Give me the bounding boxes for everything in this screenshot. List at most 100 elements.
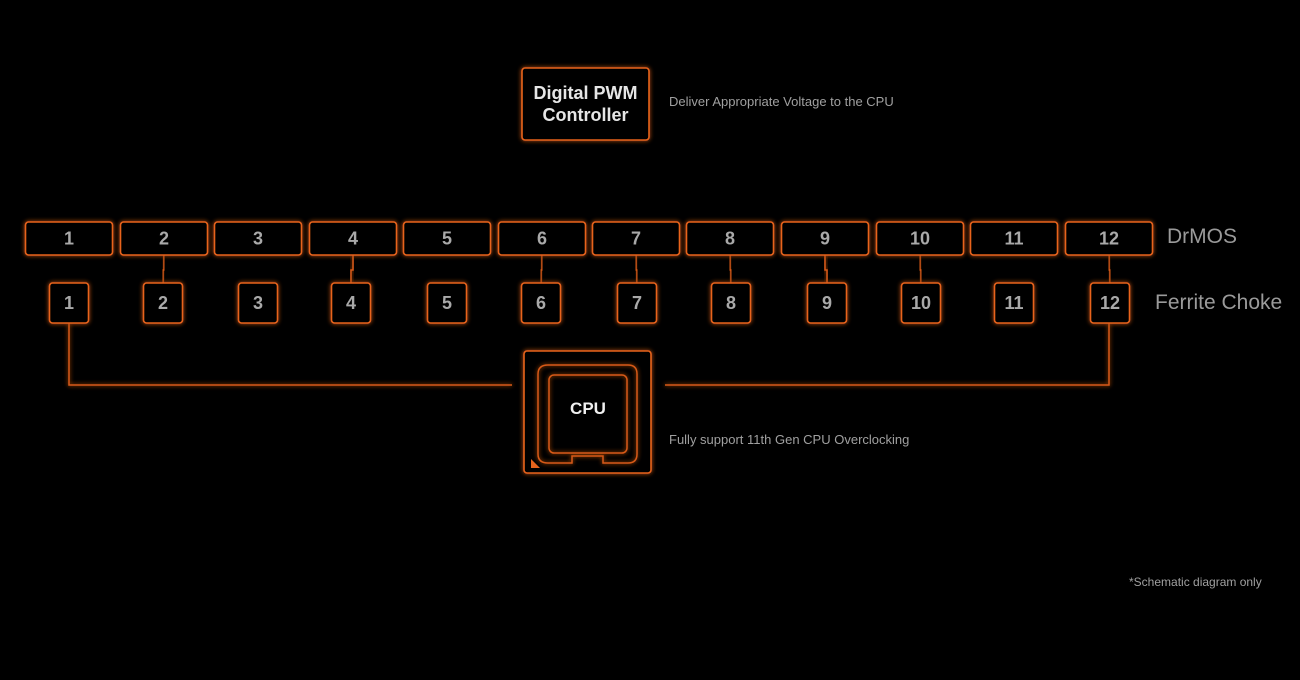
choke-phase-box	[710, 282, 752, 324]
pwm-controller-box	[521, 67, 650, 141]
choke-phase-box	[426, 282, 468, 324]
drmos-phase-4: 4	[308, 221, 398, 256]
drmos-phase-box	[24, 221, 114, 256]
choke-phase-12: 12	[1089, 282, 1131, 324]
pwm-controller-description: Deliver Appropriate Voltage to the CPU	[669, 94, 894, 109]
drmos-phase-box	[685, 221, 775, 256]
drmos-phase-9: 9	[780, 221, 870, 256]
choke-phase-6: 6	[520, 282, 562, 324]
cpu-chip	[523, 350, 652, 474]
choke-phase-4: 4	[330, 282, 372, 324]
drmos-phase-box	[119, 221, 209, 256]
drmos-phase-11: 11	[969, 221, 1059, 256]
drmos-phase-box	[1064, 221, 1154, 256]
drmos-phase-10: 10	[875, 221, 965, 256]
choke-phase-box	[520, 282, 562, 324]
choke-phase-box	[142, 282, 184, 324]
phase-link-wire	[635, 255, 638, 283]
choke-phase-box	[900, 282, 942, 324]
drmos-phase-number: 3	[253, 229, 263, 249]
drmos-phase-2: 2	[119, 221, 209, 256]
drmos-phase-box	[591, 221, 681, 256]
cpu-left-feed-wire	[68, 323, 512, 386]
cpu-pin1-marker	[531, 459, 540, 468]
drmos-phase-box	[402, 221, 492, 256]
choke-phase-number: 1	[64, 293, 74, 313]
choke-phase-number: 10	[911, 293, 931, 313]
choke-phase-5: 5	[426, 282, 468, 324]
ferrite-choke-row-label: Ferrite Choke	[1155, 291, 1283, 314]
phase-link-wire	[919, 255, 922, 283]
choke-phase-9: 9	[806, 282, 848, 324]
drmos-phase-number: 12	[1099, 229, 1119, 249]
phase-link-wire	[1108, 255, 1111, 283]
drmos-phase-number: 1	[64, 229, 74, 249]
drmos-phase-box	[969, 221, 1059, 256]
wires	[68, 140, 1111, 386]
pwm-controller-title: Digital PWM Controller	[522, 82, 649, 126]
drmos-phase-box	[308, 221, 398, 256]
cpu-socket-outline	[537, 364, 638, 464]
choke-phase-number: 9	[822, 293, 832, 313]
drmos-phase-box	[213, 221, 303, 256]
choke-phase-number: 3	[253, 293, 263, 313]
choke-phase-box	[616, 282, 658, 324]
drmos-phase-5: 5	[402, 221, 492, 256]
choke-phase-2: 2	[142, 282, 184, 324]
choke-phase-box	[806, 282, 848, 324]
choke-phase-10: 10	[900, 282, 942, 324]
phase-link-wire	[350, 255, 354, 283]
choke-phase-box	[48, 282, 90, 324]
choke-phase-11: 11	[993, 282, 1035, 324]
choke-phase-number: 4	[346, 293, 356, 313]
drmos-phase-number: 7	[631, 229, 641, 249]
choke-phase-number: 7	[632, 293, 642, 313]
drmos-phase-8: 8	[685, 221, 775, 256]
drmos-phase-number: 6	[537, 229, 547, 249]
choke-phase-number: 2	[158, 293, 168, 313]
phase-link-wire	[162, 255, 165, 283]
choke-phase-7: 7	[616, 282, 658, 324]
drmos-phase-number: 2	[159, 229, 169, 249]
phase-link-wire	[729, 255, 732, 283]
cpu-package-outline	[523, 350, 652, 474]
cpu-description: Fully support 11th Gen CPU Overclocking	[669, 432, 910, 447]
drmos-phase-number: 5	[442, 229, 452, 249]
drmos-phase-1: 1	[24, 221, 114, 256]
schematic-footnote: *Schematic diagram only	[1129, 575, 1262, 589]
choke-phase-number: 12	[1100, 293, 1120, 313]
choke-phase-3: 3	[237, 282, 279, 324]
choke-phase-number: 5	[442, 293, 452, 313]
drmos-phase-number: 11	[1004, 229, 1023, 249]
choke-phase-box	[1089, 282, 1131, 324]
drmos-phase-number: 10	[910, 229, 930, 249]
cpu-label: CPU	[570, 399, 606, 418]
drmos-phase-box	[875, 221, 965, 256]
drmos-phase-box	[497, 221, 587, 256]
choke-phase-number: 8	[726, 293, 736, 313]
choke-phase-number: 11	[1004, 293, 1023, 313]
drmos-phase-7: 7	[591, 221, 681, 256]
phase-link-wire	[540, 255, 543, 283]
drmos-row-label: DrMOS	[1167, 225, 1237, 248]
drmos-phase-3: 3	[213, 221, 303, 256]
drmos-phase-box	[780, 221, 870, 256]
pwm-title-line2: Controller	[542, 105, 629, 125]
drmos-phase-12: 12	[1064, 221, 1154, 256]
drmos-phase-number: 8	[725, 229, 735, 249]
cpu-right-feed-wire	[665, 323, 1110, 386]
pwm-title-line1: Digital PWM	[533, 83, 638, 103]
drmos-phase-number: 4	[348, 229, 358, 249]
drmos-phase-6: 6	[497, 221, 587, 256]
choke-phase-box	[237, 282, 279, 324]
choke-phase-1: 1	[48, 282, 90, 324]
phase-link-wire	[824, 255, 828, 283]
choke-phase-8: 8	[710, 282, 752, 324]
choke-phase-number: 6	[536, 293, 546, 313]
cpu-die-outline	[548, 374, 628, 454]
phase-wires	[68, 255, 1111, 283]
choke-phase-box	[993, 282, 1035, 324]
